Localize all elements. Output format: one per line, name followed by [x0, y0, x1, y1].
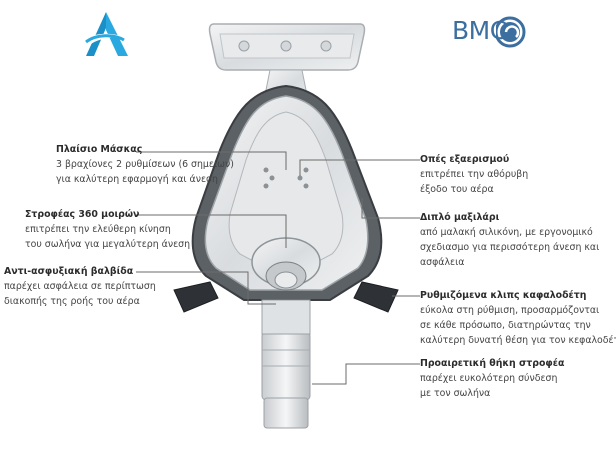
- callout-mask-frame: Πλαίσιο Μάσκας 3 βραχίονες 2 ρυθμίσεων (…: [56, 142, 234, 187]
- bmc-logo-ring-icon: [496, 16, 526, 48]
- callout-exhaust-ports: Οπές εξαερισμού επιτρέπει την αθόρυβη έξ…: [420, 152, 528, 197]
- callout-headgear-clips-line: εύκολα στη ρύθμιση, προσαρμόζονται: [420, 305, 600, 316]
- callout-swivel-sleeve-line: με τον σωλήνα: [420, 388, 491, 399]
- callout-swivel-line: του σωλήνα για μεγαλύτερη άνεση: [25, 239, 191, 250]
- callout-anti-asphyxia: Αντι-ασφυξιακή βαλβίδα παρέχει ασφάλεια …: [4, 264, 156, 309]
- callout-swivel-sleeve: Προαιρετική θήκη στροφέα παρέχει ευκολότ…: [420, 356, 564, 401]
- swivel-tube: [261, 299, 311, 429]
- callout-double-cushion-line: από μαλακή σιλικόνη, με εργονομικό: [420, 227, 593, 238]
- callout-double-cushion-line: ασφάλεια: [420, 257, 465, 268]
- callout-exhaust-ports-line: επιτρέπει την αθόρυβη: [420, 169, 529, 180]
- callout-anti-asphyxia-title: Αντι-ασφυξιακή βαλβίδα: [4, 266, 134, 277]
- callout-swivel-line: επιτρέπει την ελεύθερη κίνηση: [25, 224, 171, 235]
- callout-mask-frame-line: 3 βραχίονες 2 ρυθμίσεων (6 σημείων): [56, 159, 234, 170]
- callout-swivel-sleeve-line: παρέχει ευκολότερη σύνδεση: [420, 373, 558, 384]
- callout-double-cushion: Διπλό μαξιλάρι από μαλακή σιλικόνη, με ε…: [420, 210, 599, 270]
- callout-mask-frame-title: Πλαίσιο Μάσκας: [56, 144, 143, 155]
- callout-anti-asphyxia-line: παρέχει ασφάλεια σε περίπτωση: [4, 281, 156, 292]
- callout-swivel: Στροφέας 360 μοιρών επιτρέπει την ελεύθε…: [25, 207, 190, 252]
- callout-mask-frame-line: για καλύτερη εφαρμογή και άνεση: [56, 174, 218, 185]
- callout-headgear-clips-line: καλύτερη δυνατή θέση για τον κεφαλοδέτη: [420, 335, 616, 346]
- callout-swivel-sleeve-title: Προαιρετική θήκη στροφέα: [420, 358, 565, 369]
- callout-exhaust-ports-title: Οπές εξαερισμού: [420, 154, 510, 165]
- exhaust-ports: [263, 167, 309, 189]
- callout-headgear-clips-title: Ρυθμιζόμενα κλιπς καφαλοδέτη: [420, 290, 587, 301]
- callout-double-cushion-title: Διπλό μαξιλάρι: [420, 212, 500, 223]
- callout-swivel-title: Στροφέας 360 μοιρών: [25, 209, 140, 220]
- brand-logo-icon: [84, 12, 128, 56]
- leader-lines: [136, 151, 420, 385]
- swivel-elbow: [251, 237, 321, 291]
- callout-exhaust-ports-line: έξοδο του αέρα: [420, 184, 494, 195]
- mask-frame: [191, 84, 383, 301]
- callout-headgear-clips-line: σε κάθε πρόσωπο, διατηρώντας την: [420, 320, 591, 331]
- callout-double-cushion-line: σχεδιασμο για περισσότερη άνεση και: [420, 242, 600, 253]
- callout-headgear-clips: Ρυθμιζόμενα κλιπς καφαλοδέτη εύκολα στη …: [420, 288, 616, 348]
- bmc-logo: BMC: [452, 8, 528, 56]
- callout-anti-asphyxia-line: διακοπής της ροής του αέρα: [4, 296, 140, 307]
- headgear-clips: [173, 281, 399, 313]
